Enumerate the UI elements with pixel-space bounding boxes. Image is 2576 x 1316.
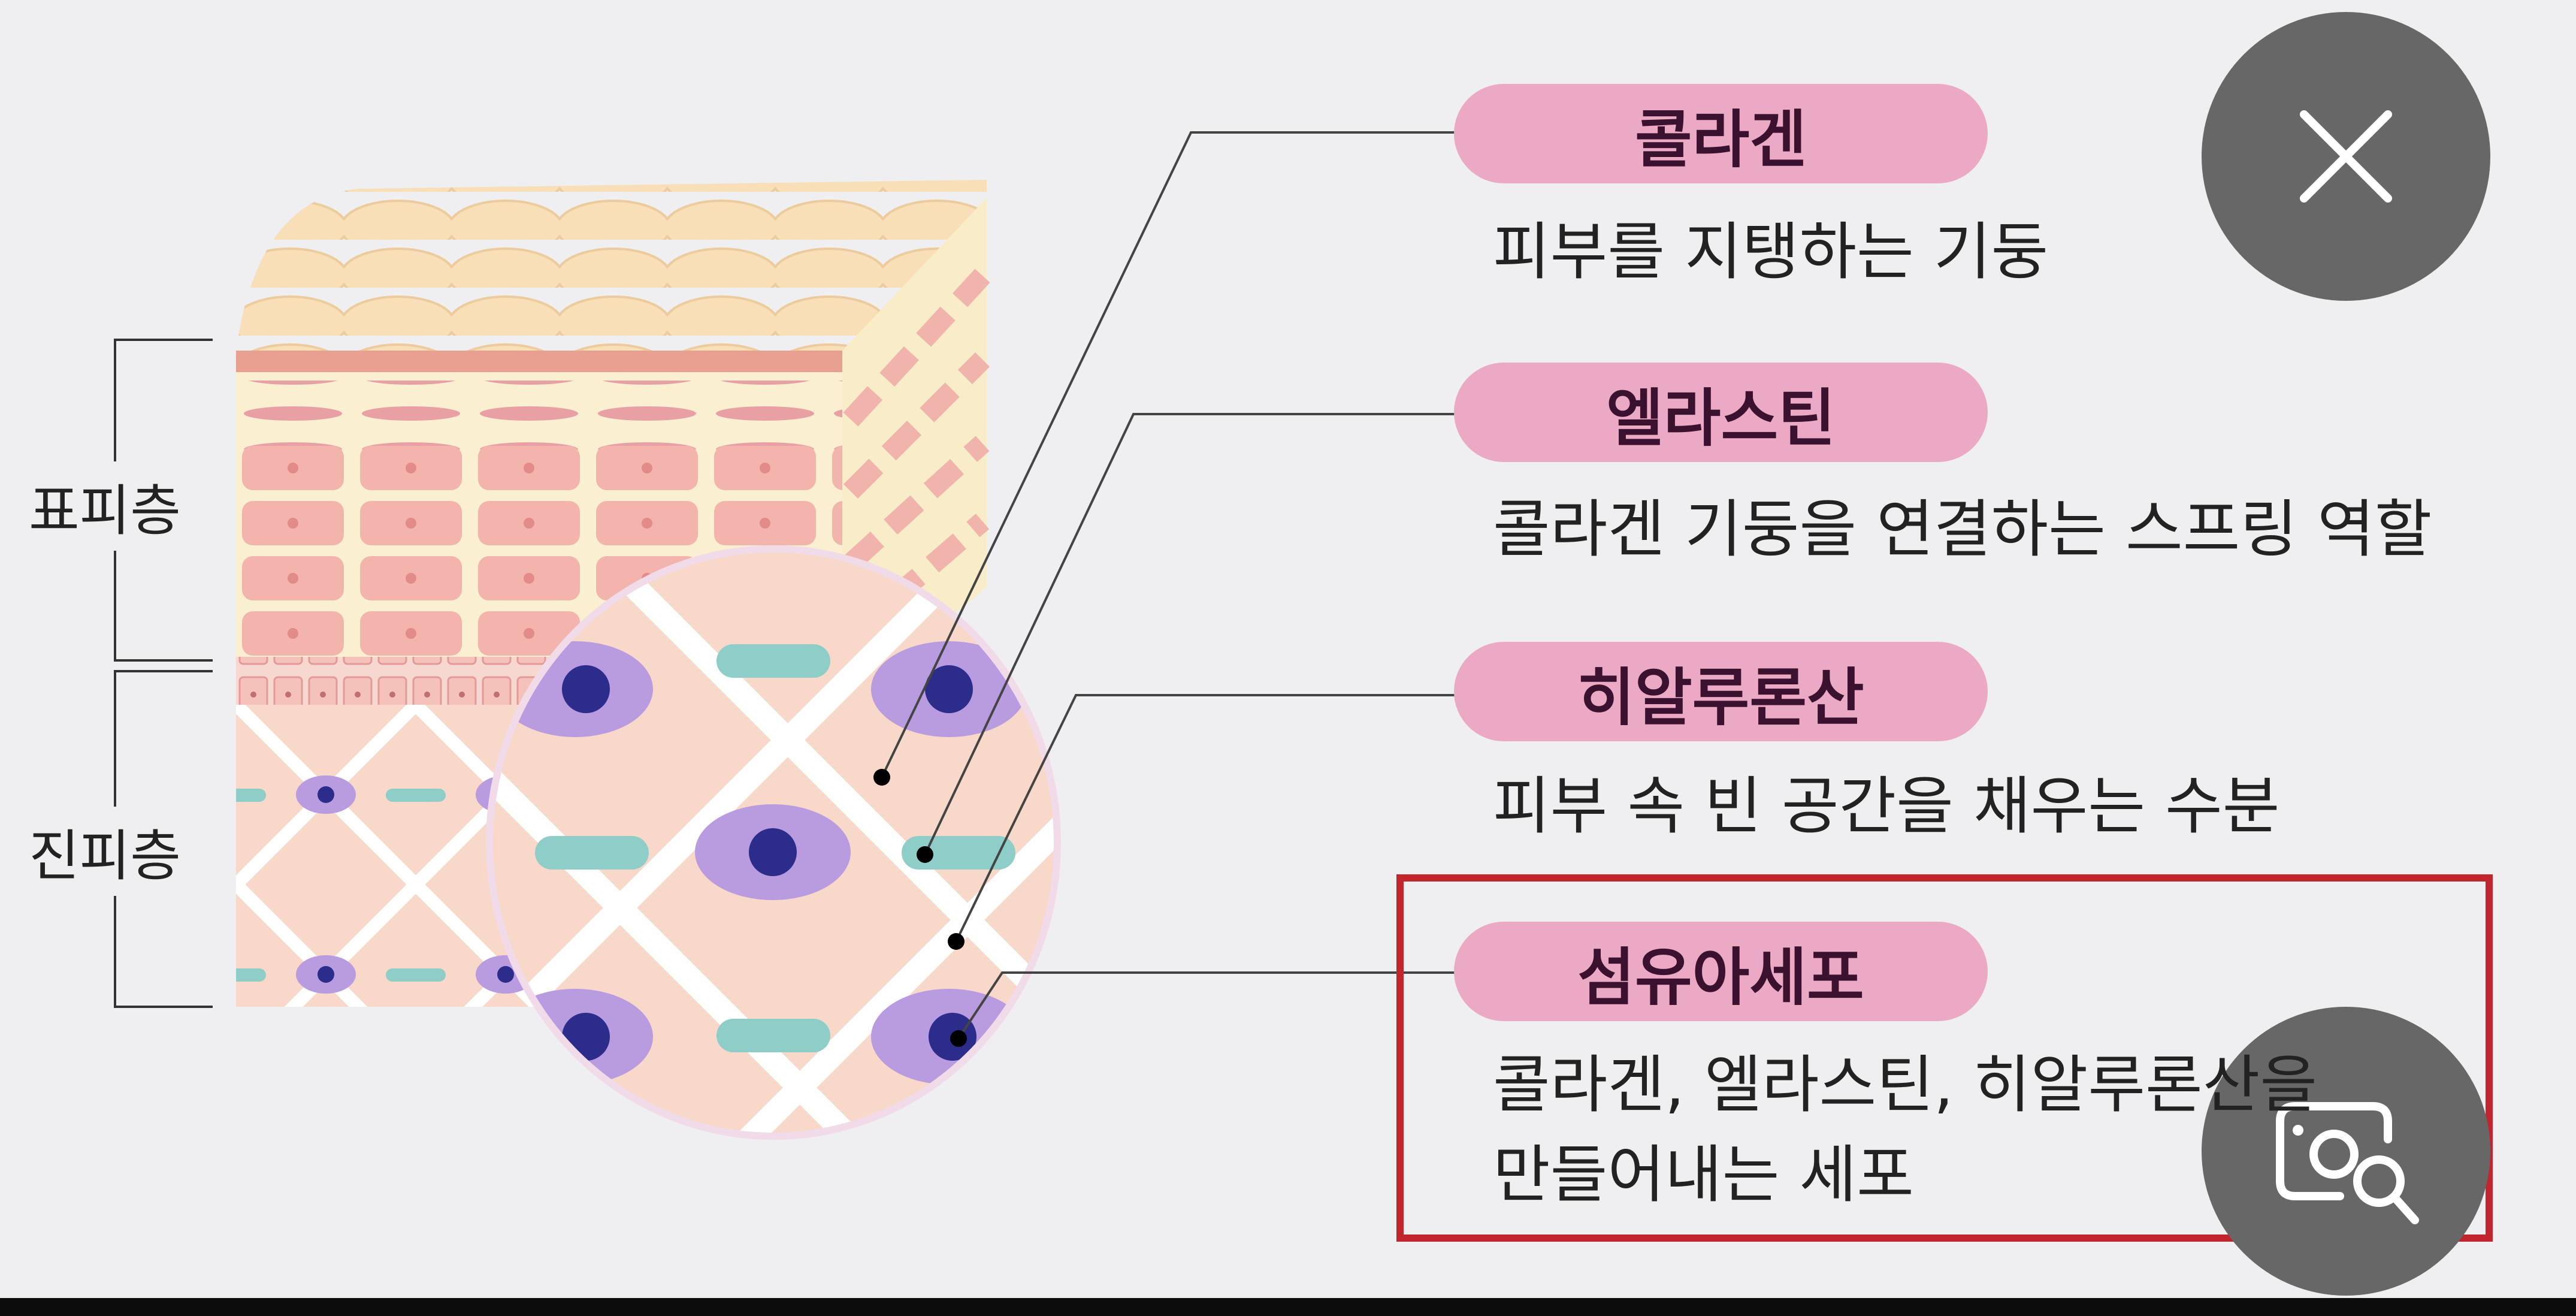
label-collagen: 콜라겐 [1454,84,1988,183]
bottom-bar [0,1298,2576,1316]
leader-dots [873,769,967,1047]
desc-hyaluronic-acid: 피부 속 빈 공간을 채우는 수분 [1493,769,2280,843]
desc-elastin: 콜라겐 기둥을 연결하는 스프링 역할 [1493,493,2432,566]
close-icon [2300,110,2392,203]
layer-label-epidermis: 표피층 [29,461,181,551]
visual-search-button[interactable] [2202,1007,2490,1296]
epidermis-top-band [236,351,842,372]
label-elastin: 엘라스틴 [1454,363,1988,462]
layer-brackets [114,339,213,1008]
leader-lines [881,131,1456,1040]
desc-fibroblast-line2: 만들어내는 세포 [1493,1138,1914,1211]
flat-cell-row [236,381,842,416]
desc-fibroblast-line1: 콜라겐, 엘라스틴, 히알루론산을 [1493,1048,2318,1121]
layer-label-dermis: 진피층 [29,807,181,896]
label-fibroblast: 섬유아세포 [1454,922,1988,1021]
stratum-corneum [236,180,987,351]
desc-collagen: 피부를 지탱하는 기둥 [1493,215,2049,288]
visual-search-icon [2276,1102,2419,1224]
magnified-dermis [486,545,1061,1140]
label-hyaluronic-acid: 히알루론산 [1454,642,1988,741]
close-button[interactable] [2202,12,2490,301]
